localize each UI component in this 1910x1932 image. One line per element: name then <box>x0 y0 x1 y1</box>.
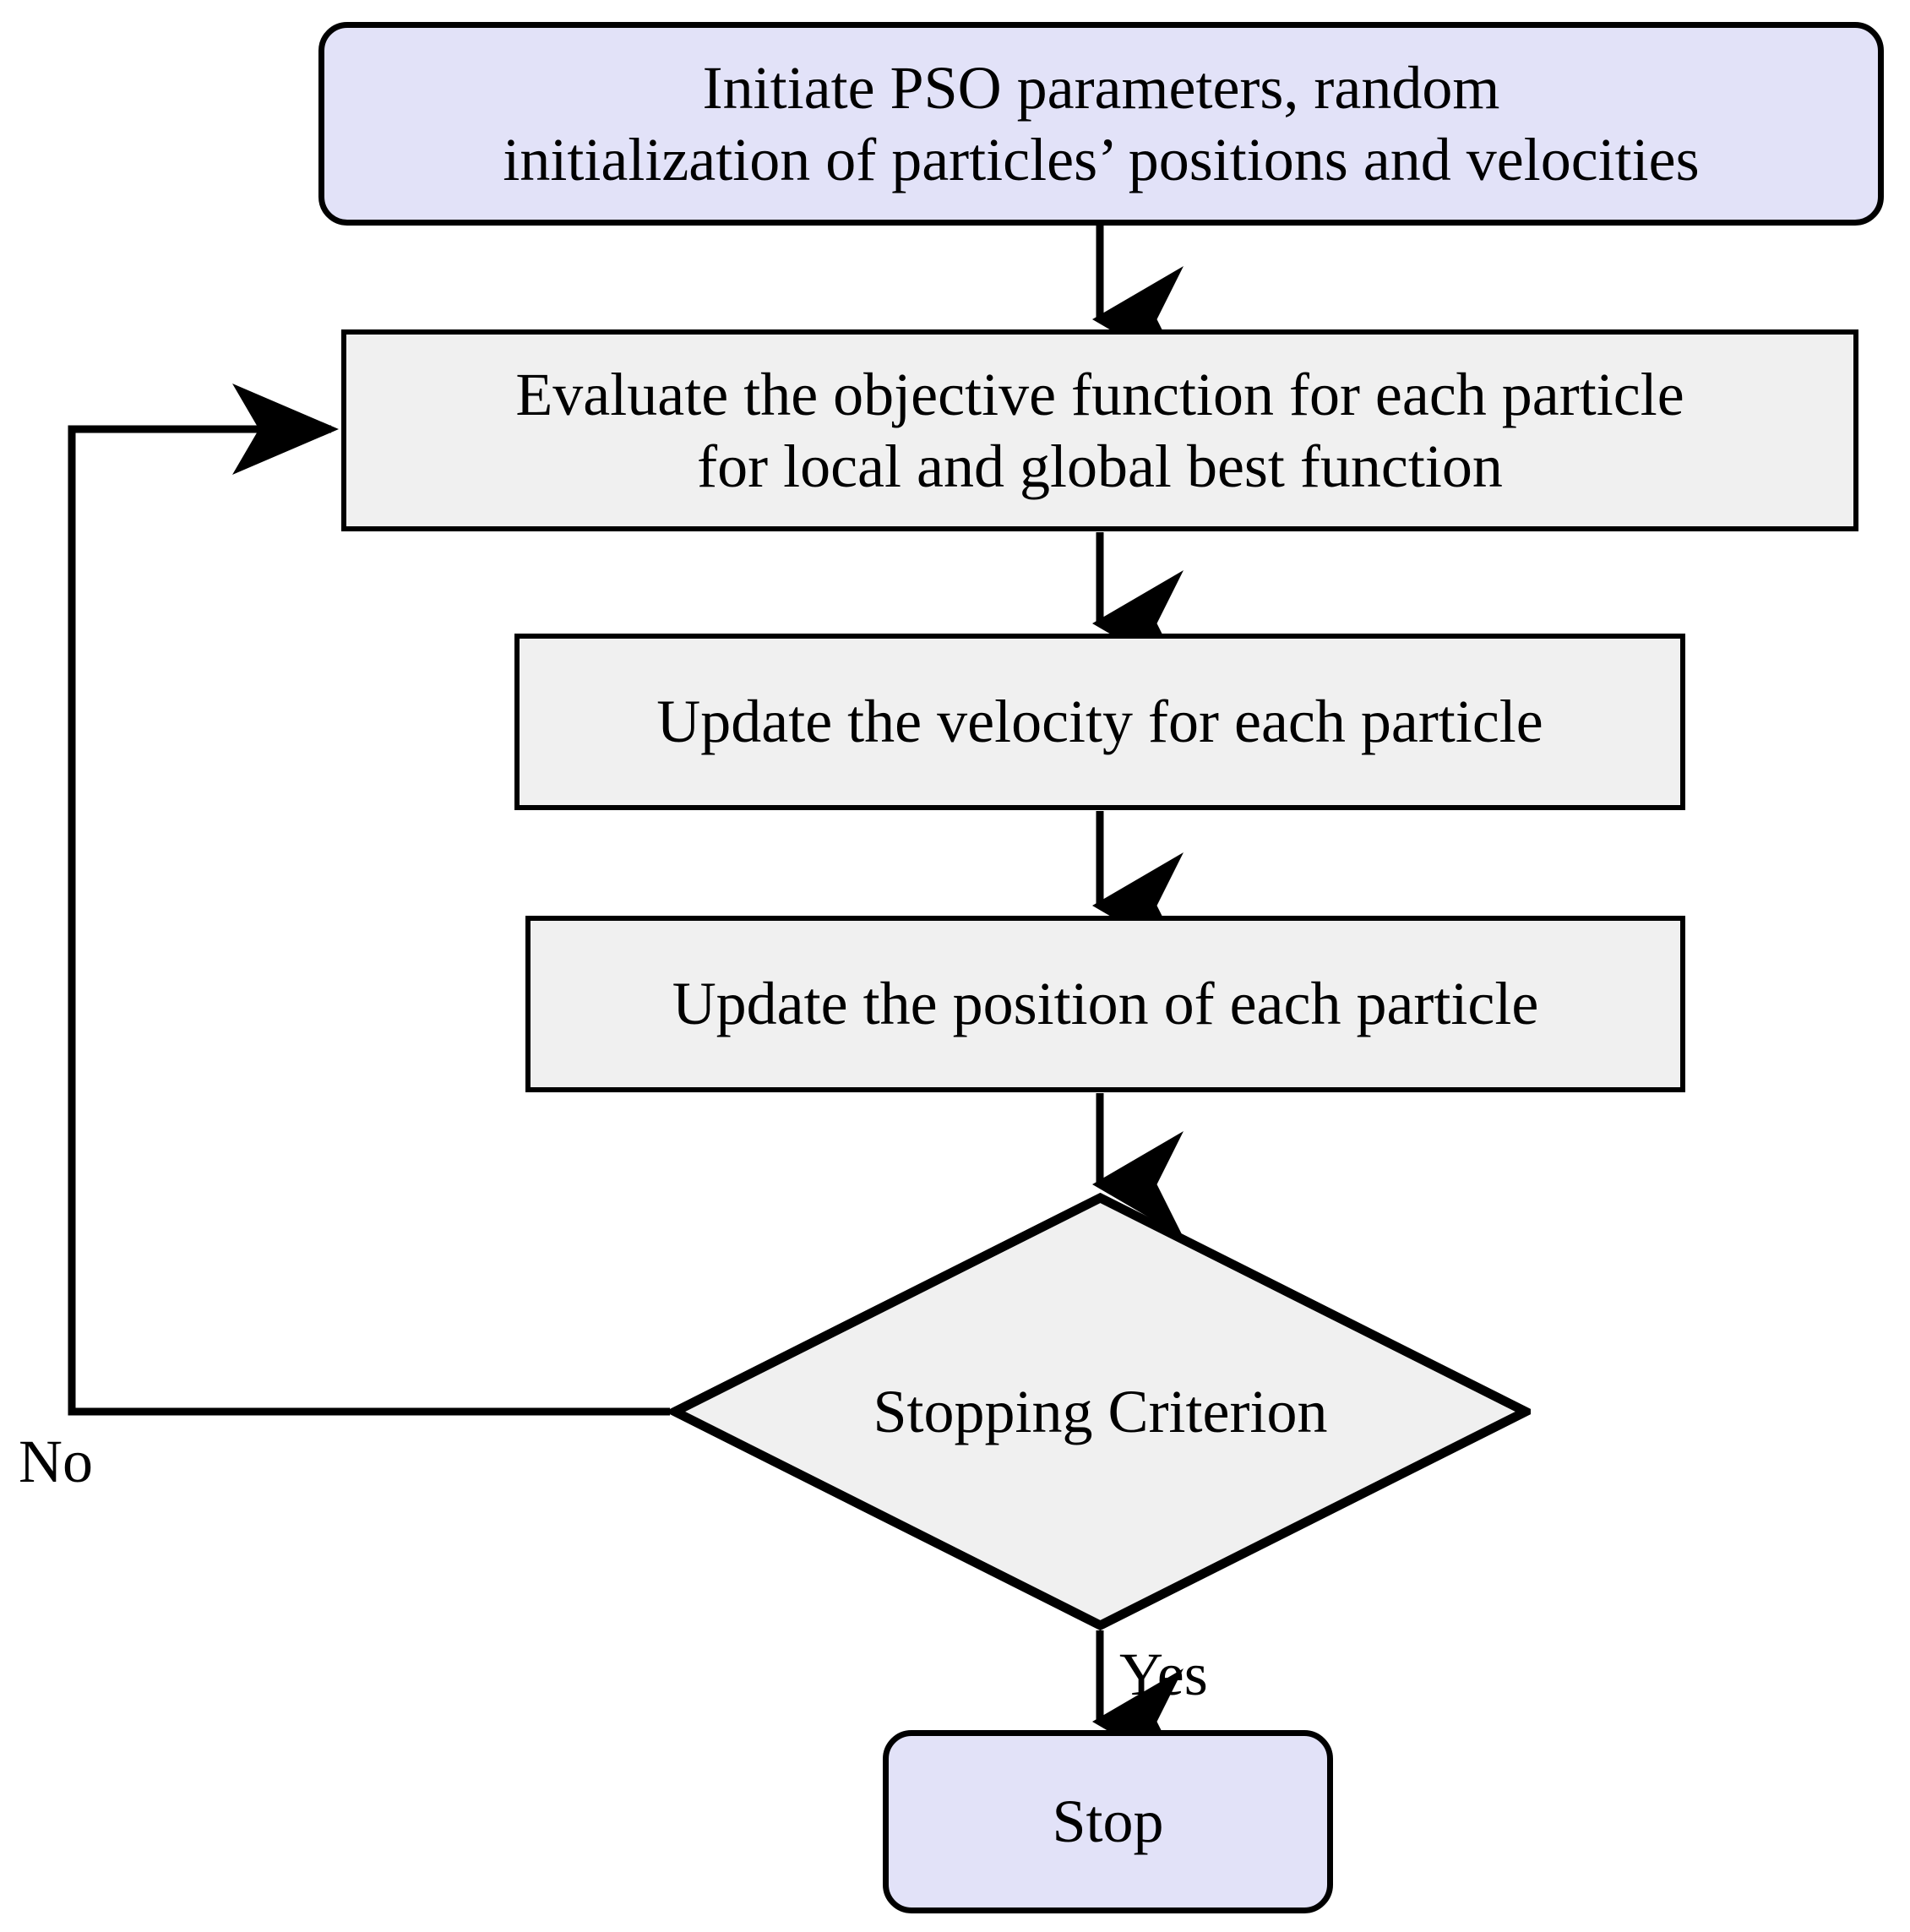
node-evaluate-label: Evaluate the objective function for each… <box>515 360 1684 500</box>
node-stopping-criterion-label: Stopping Criterion <box>873 1377 1328 1445</box>
node-stopping-criterion-label-wrap: Stopping Criterion <box>670 1193 1531 1630</box>
node-update-velocity[interactable]: Update the velocity for each particle <box>514 634 1685 810</box>
node-stop[interactable]: Stop <box>883 1730 1333 1913</box>
node-stop-label: Stop <box>1052 1788 1164 1856</box>
node-initiate-label: Initiate PSO parameters, random initiali… <box>503 53 1700 193</box>
node-update-position[interactable]: Update the position of each particle <box>525 916 1685 1092</box>
node-evaluate-objective-function[interactable]: Evaluate the objective function for each… <box>341 329 1858 531</box>
node-initiate-pso-parameters[interactable]: Initiate PSO parameters, random initiali… <box>318 22 1884 226</box>
edge-label-yes: Yes <box>1119 1641 1208 1708</box>
node-update-velocity-label: Update the velocity for each particle <box>656 688 1543 756</box>
node-stopping-criterion[interactable]: Stopping Criterion <box>670 1193 1531 1630</box>
diamond-shape <box>670 1193 1531 1630</box>
node-update-position-label: Update the position of each particle <box>672 970 1539 1038</box>
edge-label-no: No <box>19 1428 93 1495</box>
